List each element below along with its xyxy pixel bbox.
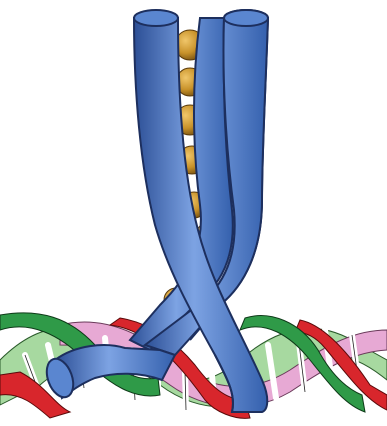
fiber-cross-section	[134, 10, 178, 26]
